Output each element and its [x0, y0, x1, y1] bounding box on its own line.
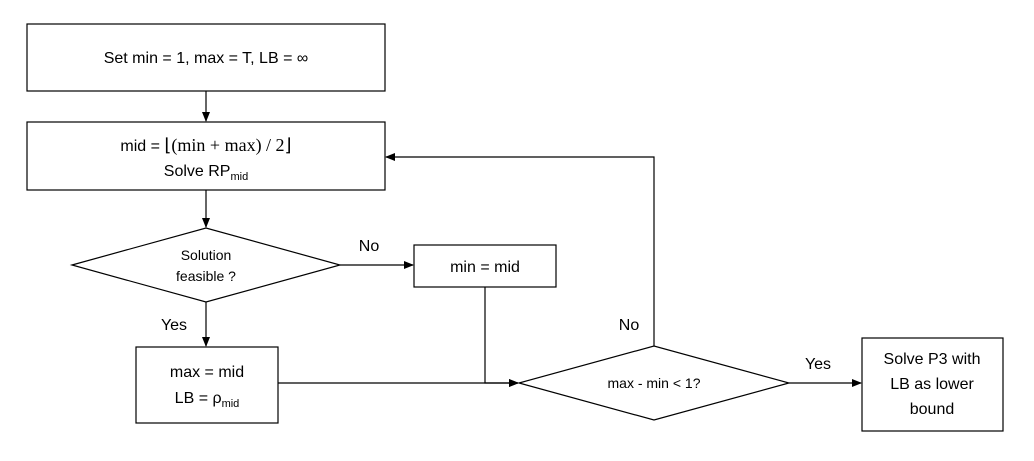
mid-formula: mid = ⌊(min + max) / 2⌋ — [120, 135, 291, 156]
solve-p3-box: Solve P3 with LB as lower bound — [861, 337, 1004, 432]
mid-box: mid = ⌊(min + max) / 2⌋ Solve RPmid — [26, 121, 386, 191]
feasible-line2: feasible ? — [176, 268, 236, 284]
init-box: Set min = 1, max = T, LB = ∞ — [26, 23, 386, 92]
label-converged-yes: Yes — [805, 356, 831, 373]
solve-p3-line2: LB as lower — [890, 376, 974, 393]
label-converged-no: No — [619, 317, 640, 334]
label-feasible-no: No — [359, 238, 380, 255]
converged-text: max - min < 1? — [608, 375, 701, 391]
set-min-box: min = mid — [413, 244, 557, 288]
label-feasible-yes: Yes — [161, 317, 187, 334]
set-max-box: max = mid LB = ρmid — [135, 346, 279, 424]
edge-min-to-converged — [484, 287, 519, 387]
solve-rp-mid: Solve RPmid — [164, 163, 248, 183]
feasible-line1: Solution — [181, 247, 232, 263]
set-min-text: min = mid — [450, 259, 520, 276]
set-max-line1: max = mid — [170, 364, 244, 381]
init-text: Set min = 1, max = T, LB = ∞ — [104, 50, 309, 67]
solve-p3-line1: Solve P3 with — [884, 351, 981, 368]
feasible-decision: Solution feasible ? — [69, 227, 343, 303]
converged-decision: max - min < 1? — [516, 345, 792, 421]
set-lb-line: LB = ρmid — [175, 390, 240, 410]
solve-p3-line3: bound — [910, 401, 955, 418]
edge-converged-no — [385, 153, 655, 346]
